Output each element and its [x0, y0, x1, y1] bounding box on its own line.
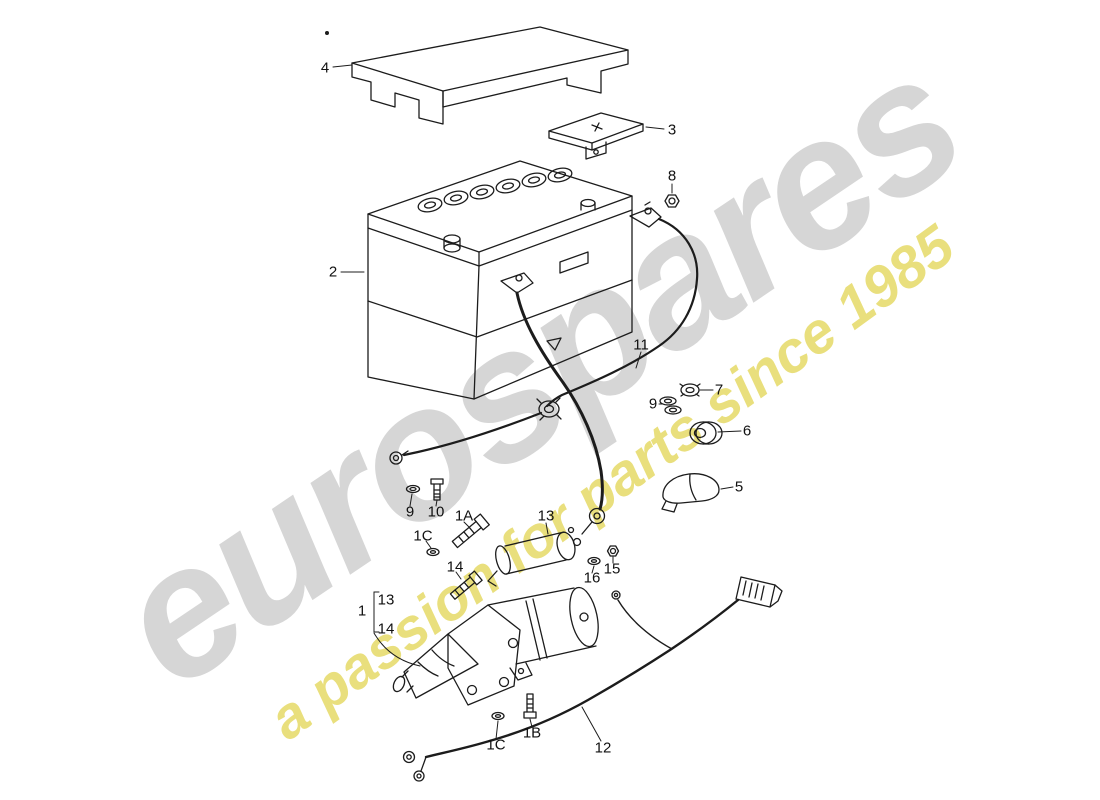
callout-14: 14: [446, 558, 464, 576]
washer-1c-lower-drawing: [491, 711, 505, 721]
callout-3: 3: [667, 121, 677, 139]
bolt-1a-drawing: [451, 513, 490, 549]
starter-group-bracket: [373, 591, 421, 667]
callout-2: 2: [328, 263, 338, 281]
starter-cable-drawing: [515, 291, 606, 535]
terminal-cover-5-drawing: [661, 473, 720, 513]
nut-8-drawing: [664, 194, 680, 208]
callout-1c-upper: 1C: [413, 527, 433, 545]
callout-1c-lower: 1C: [486, 736, 506, 754]
callout-8: 8: [667, 167, 677, 185]
callout-16: 16: [583, 569, 601, 587]
solenoid-13-drawing: [487, 526, 582, 587]
callout-10: 10: [427, 503, 445, 521]
grommet-7-drawing: [679, 383, 701, 397]
callout-5: 5: [734, 478, 744, 496]
callout-7: 7: [714, 381, 724, 399]
callout-14-group: 14: [377, 620, 395, 638]
callout-4: 4: [320, 59, 330, 77]
washer-1c-upper-drawing: [426, 547, 440, 557]
washer-9-right-drawing: [659, 396, 682, 415]
wiring-harness-drawing: [402, 576, 783, 782]
battery-cable-drawing: [389, 217, 699, 465]
callout-1a: 1A: [454, 507, 474, 525]
bolt-10-drawing: [430, 478, 444, 501]
washer-16-drawing: [587, 556, 601, 566]
nut-15-drawing: [606, 545, 620, 557]
callout-13: 13: [537, 507, 555, 525]
callout-15: 15: [603, 560, 621, 578]
callout-9-left: 9: [405, 503, 415, 521]
callout-11: 11: [633, 336, 649, 354]
washer-9-left-drawing: [405, 484, 421, 494]
leader-lines: [332, 64, 742, 742]
clamping-ring-6-drawing: [689, 421, 723, 445]
callout-1b: 1B: [522, 724, 542, 742]
battery-drawing: [367, 160, 662, 400]
bolt-1b-drawing: [523, 693, 537, 719]
battery-cover-drawing: [325, 26, 629, 125]
callout-9-right: 9: [648, 395, 658, 413]
callout-13-group: 13: [377, 591, 395, 609]
cover-plate-drawing: [548, 112, 644, 160]
bolt-14-drawing: [449, 570, 483, 600]
callout-6: 6: [742, 422, 752, 440]
starter-motor-drawing: [392, 586, 599, 706]
callout-1: 1: [357, 602, 367, 620]
callout-12: 12: [594, 739, 612, 757]
